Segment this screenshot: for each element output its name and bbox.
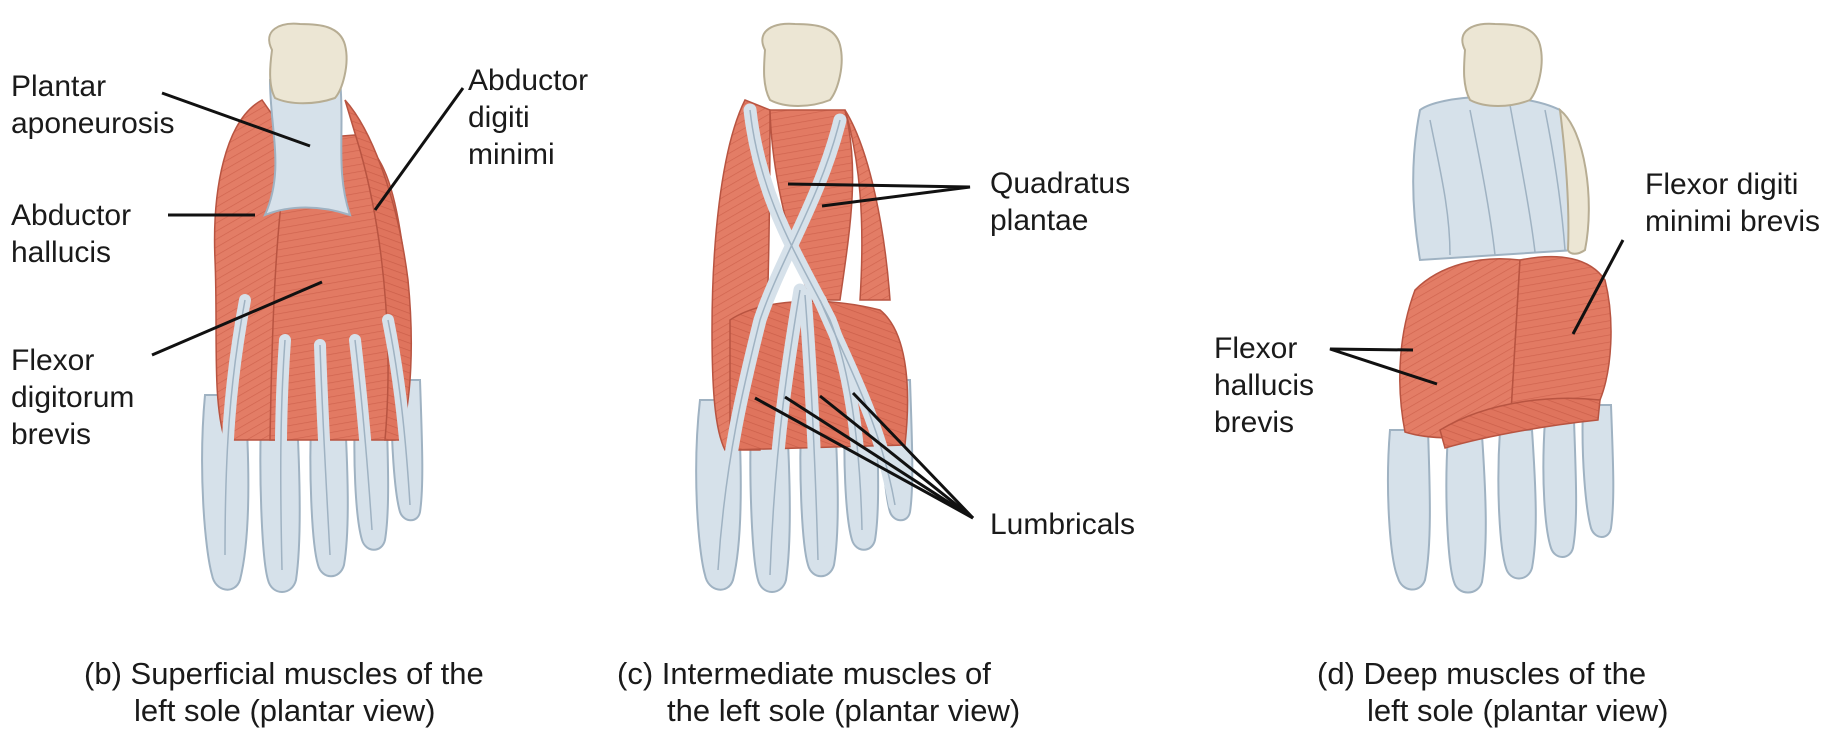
- lateral-muscle-c: [844, 109, 891, 301]
- foot-intermediate-illustration: [695, 22, 914, 593]
- label-line: digiti: [468, 101, 530, 134]
- label-line: Quadratus: [990, 167, 1131, 200]
- label-line: digitorum: [11, 381, 135, 414]
- label-line: Lumbricals: [990, 508, 1136, 541]
- caption-line-2: left sole (plantar view): [134, 693, 436, 728]
- leader-flexor-digiti-minimi-brevis: [1571, 239, 1625, 335]
- plantar-aponeurosis-tendon: [263, 79, 352, 217]
- label-line: Plantar: [11, 70, 107, 103]
- calcaneus-bone-b: [268, 22, 348, 105]
- leader-flexor-digitorum-brevis: [151, 280, 323, 357]
- calcaneus-bone-c: [761, 22, 843, 107]
- label-line: Flexor digiti: [1645, 168, 1799, 201]
- label-abductor-digiti-minimi: Abductor digiti minimi: [468, 62, 588, 173]
- leader-flexor-hallucis-brevis: [1329, 347, 1438, 386]
- caption-tag: (b): [84, 656, 122, 691]
- label-line: Abductor: [468, 64, 589, 97]
- label-line: Abductor: [11, 199, 132, 232]
- label-line: Flexor: [1214, 332, 1298, 365]
- label-flexor-hallucis-brevis: Flexor hallucis brevis: [1214, 330, 1314, 441]
- label-quadratus-plantae: Quadratus plantae: [990, 165, 1130, 239]
- label-line: minimi brevis: [1645, 205, 1821, 238]
- caption-d: (d) Deep muscles of the left sole (plant…: [1317, 655, 1669, 729]
- caption-tag: (d): [1317, 656, 1355, 691]
- adductor-hallucis-muscle: [1439, 397, 1601, 449]
- label-flexor-digitorum-brevis: Flexor digitorum brevis: [11, 342, 134, 453]
- caption-line-1: Intermediate muscles of: [661, 656, 991, 691]
- label-lumbricals: Lumbricals: [990, 506, 1135, 543]
- label-line: brevis: [1214, 406, 1295, 439]
- label-line: minimi: [468, 138, 555, 171]
- label-line: aponeurosis: [11, 107, 175, 140]
- caption-tag: (c): [617, 656, 654, 691]
- label-line: hallucis: [11, 236, 112, 269]
- caption-line-1: Superficial muscles of the: [130, 656, 484, 691]
- leader-lumbricals-4: [851, 391, 975, 520]
- label-line: hallucis: [1214, 369, 1315, 402]
- label-abductor-hallucis: Abductor hallucis: [11, 197, 131, 271]
- caption-line-2: the left sole (plantar view): [667, 693, 1021, 728]
- calcaneus-bone-d: [1461, 22, 1543, 107]
- caption-line-2: left sole (plantar view): [1367, 693, 1669, 728]
- label-line: Flexor: [11, 344, 95, 377]
- foot-superficial-illustration: [201, 22, 424, 593]
- leader-lines: [151, 87, 1625, 520]
- caption-b: (b) Superficial muscles of the left sole…: [84, 655, 484, 729]
- toes-d: [1387, 404, 1615, 594]
- caption-c: (c) Intermediate muscles of the left sol…: [617, 655, 1020, 729]
- foot-deep-illustration: [1387, 22, 1615, 594]
- label-flexor-digiti-minimi-brevis: Flexor digiti minimi brevis: [1645, 166, 1820, 240]
- leader-plantar-aponeurosis: [161, 91, 311, 148]
- label-line: plantae: [990, 204, 1089, 237]
- leader-lumbricals-1: [754, 396, 974, 520]
- leader-quadratus-plantae: [787, 182, 971, 208]
- label-plantar-aponeurosis: Plantar aponeurosis: [11, 68, 174, 142]
- plantar-ligaments-d: [1412, 95, 1578, 262]
- caption-line-1: Deep muscles of the: [1363, 656, 1647, 691]
- lateral-bone-d: [1558, 107, 1590, 255]
- leader-lumbricals-2: [784, 395, 974, 520]
- leader-lumbricals-3: [819, 394, 974, 520]
- label-line: brevis: [11, 418, 92, 451]
- leader-abductor-digiti-minimi: [373, 87, 465, 211]
